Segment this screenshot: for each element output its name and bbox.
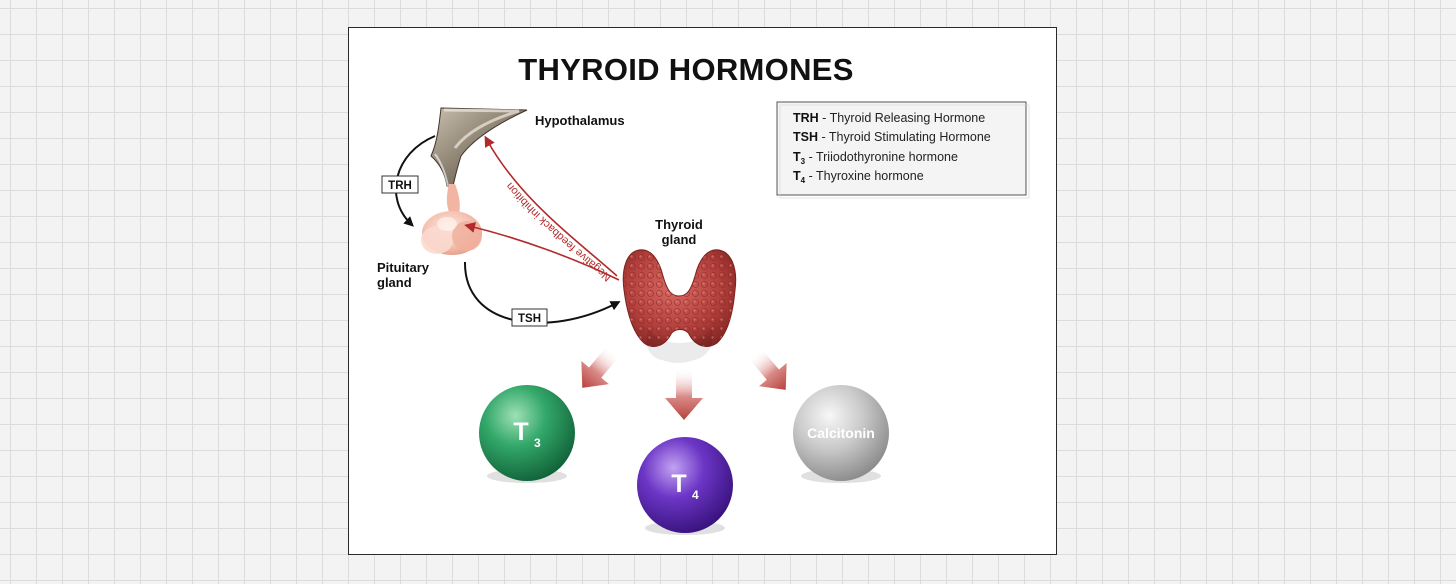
diagram-canvas: THYROID HORMONES TRH - Thyroid Releasing… [377,52,1030,535]
legend-row-tsh: TSH - Thyroid Stimulating Hormone [793,130,991,144]
hypothalamus-illustration [430,107,528,187]
feedback-label: Negative feedback inhibition [504,180,614,283]
calcitonin-label: Calcitonin [807,425,875,441]
t4-label: T [671,470,686,498]
legend-row-trh: TRH - Thyroid Releasing Hormone [793,111,985,125]
feedback-arrow-pituitary [464,222,620,281]
thyroid-gland-illustration [622,249,737,363]
thyroid-label-line1: Thyroid [655,217,703,232]
calcitonin-hormone-ball: Calcitonin [793,385,889,483]
tsh-label: TSH [518,313,541,325]
arrow-to-t3 [581,346,620,388]
trh-box [381,175,419,194]
pituitary-gland-illustration [421,184,482,255]
pituitary-label-line2: gland [377,275,412,290]
t3-hormone-ball: T 3 [479,385,575,483]
trh-label: TRH [388,180,412,192]
t3-label: T [513,418,528,446]
pituitary-label-line1: Pituitary [377,260,430,275]
tsh-box [511,308,548,327]
thyroid-label-line2: gland [662,232,697,247]
arrow-to-t4 [665,368,703,420]
thyroid-diagram-figure: THYROID HORMONES TRH - Thyroid Releasing… [348,27,1057,555]
legend-row-t4: T4 - Thyroxine hormone [793,169,924,185]
arrow-to-calcitonin [748,348,787,390]
legend-box: TRH - Thyroid Releasing Hormone TSH - Th… [776,101,1030,199]
hypothalamus-label: Hypothalamus [535,113,625,128]
feedback-arrow-hypothalamus [484,135,618,277]
legend-row-t3: T3 - Triiodothyronine hormone [793,150,958,166]
t4-hormone-ball: T 4 [637,437,733,535]
diagram-title: THYROID HORMONES [518,52,853,87]
t4-subscript: 4 [692,488,699,502]
t3-subscript: 3 [534,436,541,450]
